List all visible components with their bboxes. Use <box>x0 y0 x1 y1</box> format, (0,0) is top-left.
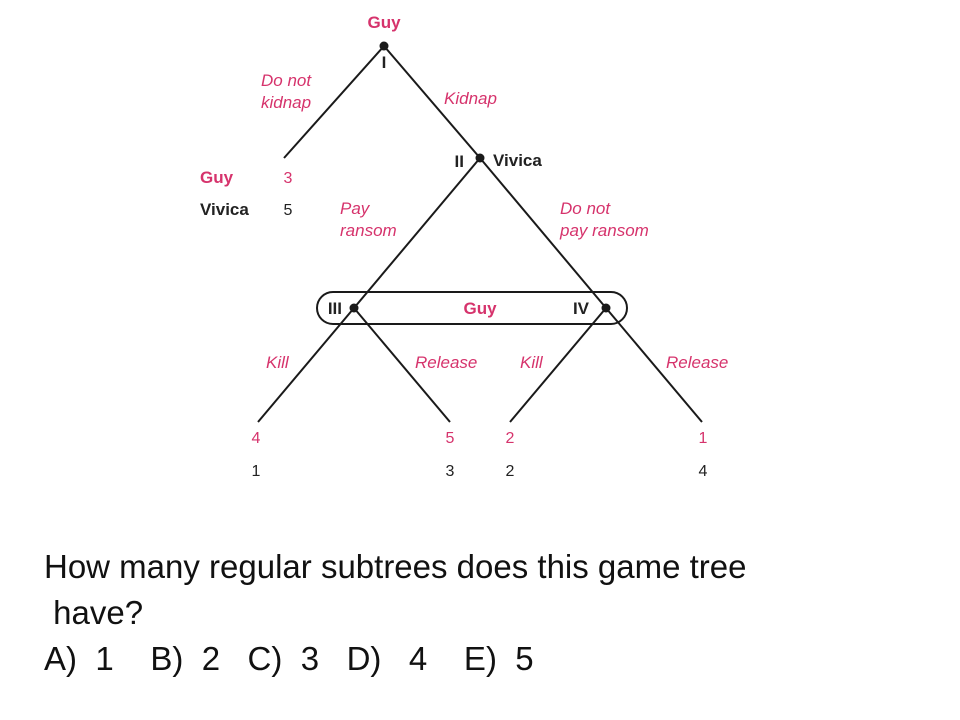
question-line-1: How many regular subtrees does this game… <box>44 548 747 585</box>
node-II-player: Vivica <box>493 151 542 170</box>
info-set-player: Guy <box>463 299 497 318</box>
payoff-nopay-release-guy: 1 <box>699 430 708 447</box>
root-player-label: Guy <box>367 13 401 32</box>
information-set-oval <box>316 291 628 325</box>
node-IV-numeral: IV <box>573 299 590 318</box>
do-not-pay-label-1: Do not <box>560 199 611 218</box>
payoff-nopay-kill-guy: 2 <box>506 430 515 447</box>
payoff-pay-release-vivica: 3 <box>446 463 455 480</box>
kidnap-label: Kidnap <box>444 89 497 108</box>
node-II <box>475 153 485 163</box>
node-II-numeral: II <box>455 152 464 171</box>
root-numeral-label: I <box>382 53 387 72</box>
payoff-nopay-release-vivica: 4 <box>699 463 708 480</box>
payoff-nopay-kill-vivica: 2 <box>506 463 515 480</box>
legend-player1: Guy <box>200 168 234 187</box>
edge-kidnap <box>383 45 481 159</box>
kill-right-label: Kill <box>520 353 544 372</box>
question-line-2: have? <box>44 594 144 631</box>
release-left-label: Release <box>415 353 477 372</box>
pay-ransom-label-2: ransom <box>340 221 397 240</box>
payoff-pay-kill-vivica: 1 <box>252 463 261 480</box>
do-not-pay-label-2: pay ransom <box>559 221 649 240</box>
root-node <box>379 41 389 51</box>
edge-do-not-pay-ransom <box>479 157 607 309</box>
edge-do-not-kidnap <box>283 45 385 159</box>
payoff-pay-release-guy: 5 <box>446 430 455 447</box>
node-IV <box>601 303 611 313</box>
release-right-label: Release <box>666 353 728 372</box>
edge-kill-right <box>509 307 607 423</box>
question-text: How many regular subtrees does this game… <box>44 544 924 682</box>
do-not-kidnap-label-1: Do not <box>261 71 312 90</box>
edge-pay-ransom <box>353 157 481 309</box>
edge-release-left <box>353 307 451 423</box>
payoff-not-kidnap-guy: 3 <box>284 170 293 187</box>
do-not-kidnap-label-2: kidnap <box>261 93 311 112</box>
legend-player2: Vivica <box>200 200 249 219</box>
answer-choices: A) 1 B) 2 C) 3 D) 4 E) 5 <box>44 640 534 677</box>
game-tree-diagram: Guy I Do not kidnap Kidnap II Vivica Guy… <box>200 13 728 480</box>
payoff-pay-kill-guy: 4 <box>252 430 261 447</box>
node-III <box>349 303 359 313</box>
pay-ransom-label-1: Pay <box>340 199 371 218</box>
kill-left-label: Kill <box>266 353 290 372</box>
node-III-numeral: III <box>328 299 342 318</box>
payoff-not-kidnap-vivica: 5 <box>284 202 293 219</box>
edge-kill-left <box>257 307 355 423</box>
edge-release-right <box>605 307 703 423</box>
